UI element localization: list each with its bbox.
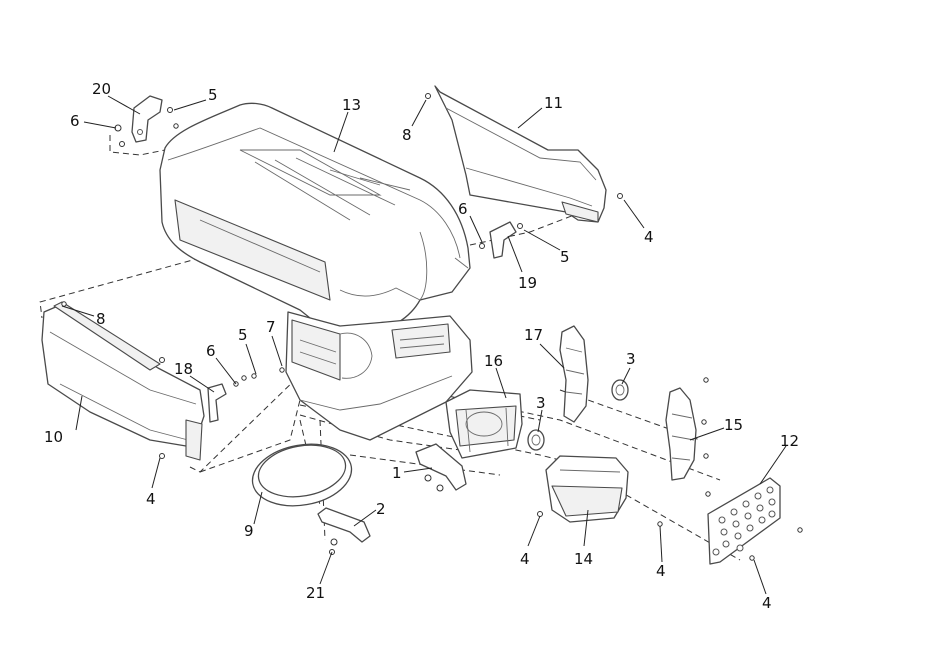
part-16-housing	[445, 389, 523, 459]
callout-3: 3	[626, 350, 636, 368]
callout-12: 12	[780, 432, 799, 450]
callout-8: 8	[96, 310, 106, 328]
callout-labels: 20 5 6 13 8 11 6 5 4 19 8 7 5 6 18 10 4 …	[44, 80, 799, 612]
part-20-bracket	[114, 95, 179, 147]
callout-4: 4	[146, 490, 156, 508]
callout-4: 4	[656, 562, 666, 580]
callout-6: 6	[70, 112, 80, 130]
callout-20: 20	[92, 80, 111, 98]
callout-9: 9	[244, 522, 254, 540]
callout-5: 5	[560, 248, 570, 266]
callout-18: 18	[174, 360, 193, 378]
part-13-hood	[159, 102, 471, 333]
callout-1: 1	[392, 464, 402, 482]
callout-15: 15	[724, 416, 743, 434]
callout-4: 4	[644, 228, 654, 246]
callout-4: 4	[520, 550, 530, 568]
callout-5: 5	[208, 86, 218, 104]
part-12-perforated-grille	[707, 477, 803, 565]
part-9-ring	[251, 443, 353, 507]
callout-2: 2	[376, 500, 386, 518]
callout-14: 14	[574, 550, 593, 568]
part-18-bracket	[207, 373, 257, 423]
part-17-bracket	[559, 325, 589, 423]
callout-16: 16	[484, 352, 503, 370]
callout-6: 6	[206, 342, 216, 360]
part-1-bracket	[415, 443, 467, 492]
part-14-front-cover	[537, 455, 663, 527]
callout-13: 13	[342, 96, 361, 114]
callout-3: 3	[536, 394, 546, 412]
callout-11: 11	[544, 94, 563, 112]
callout-10: 10	[44, 428, 63, 446]
part-19-bracket	[479, 221, 523, 259]
callout-7: 7	[266, 318, 276, 336]
part-7-front-housing	[279, 311, 473, 441]
callout-leader-lines	[61, 95, 787, 595]
callout-4: 4	[762, 594, 772, 612]
callout-17: 17	[524, 326, 543, 344]
part-11-side-panel	[425, 85, 623, 223]
callout-21: 21	[306, 584, 325, 602]
callout-5: 5	[238, 326, 248, 344]
callout-6: 6	[458, 200, 468, 218]
part-2-bracket	[317, 507, 371, 555]
part-3-knob-b	[527, 429, 545, 451]
part-3-knob-a	[611, 379, 629, 401]
part-10-side-panel	[41, 301, 205, 461]
callout-19: 19	[518, 274, 537, 292]
callout-8: 8	[402, 126, 412, 144]
part-15-bracket	[665, 377, 711, 497]
